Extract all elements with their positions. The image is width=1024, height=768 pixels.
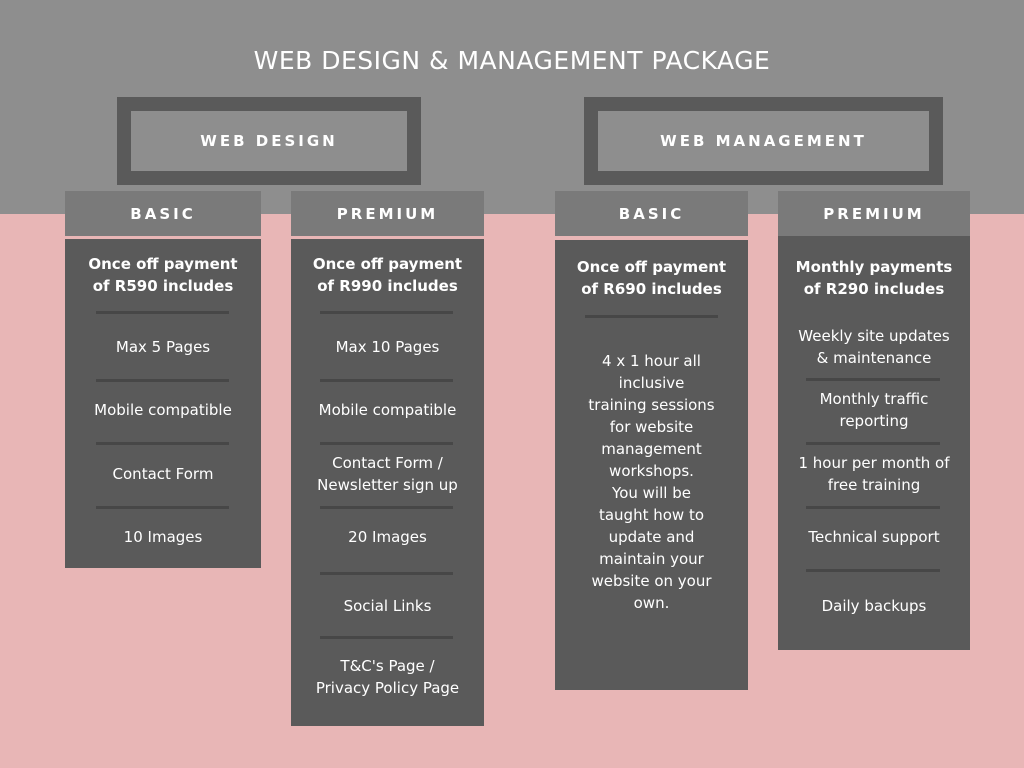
section-web-design: WEB DESIGN [117, 97, 421, 185]
list-item: T&C's Page / Privacy Policy Page [315, 657, 460, 697]
column-title: Once off payment of R590 includes [88, 255, 238, 295]
divider [96, 506, 229, 509]
column-header-management-premium: PREMIUM [778, 191, 970, 236]
column-title: Once off payment of R690 includes [576, 258, 727, 298]
list-item: Max 10 Pages [335, 338, 440, 356]
section-web-design-label: WEB DESIGN [131, 111, 407, 171]
list-item: 1 hour per month of free training [798, 454, 950, 494]
list-item: Technical support [808, 528, 940, 546]
section-web-management: WEB MANAGEMENT [584, 97, 943, 185]
divider [320, 379, 453, 382]
divider [320, 636, 453, 639]
divider [96, 379, 229, 382]
list-item: Monthly traffic reporting [819, 390, 929, 430]
list-item: Contact Form [112, 465, 214, 483]
list-item: Contact Form / Newsletter sign up [317, 454, 458, 494]
column-design-premium: Once off payment of R990 includes Max 10… [291, 239, 484, 726]
divider [806, 442, 940, 445]
column-title: Once off payment of R990 includes [312, 255, 463, 295]
list-item: 20 Images [348, 528, 427, 546]
column-management-basic: Once off payment of R690 includes 4 x 1 … [555, 240, 748, 690]
section-web-management-label: WEB MANAGEMENT [598, 111, 929, 171]
list-item: 10 Images [123, 528, 203, 546]
divider [806, 569, 940, 572]
divider [96, 442, 229, 445]
divider [806, 506, 940, 509]
divider [585, 315, 718, 318]
list-item: Max 5 Pages [115, 338, 211, 356]
list-item: Social Links [343, 597, 432, 615]
column-design-basic: Once off payment of R590 includes Max 5 … [65, 239, 261, 568]
list-item: Mobile compatible [94, 401, 232, 419]
divider [96, 311, 229, 314]
divider [806, 378, 940, 381]
list-item: Mobile compatible [318, 401, 457, 419]
column-management-premium: Monthly payments of R290 includes Weekly… [778, 236, 970, 650]
list-item: Weekly site updates & maintenance [798, 327, 950, 367]
list-item: 4 x 1 hour all inclusive training sessio… [588, 352, 715, 612]
column-header-management-basic: BASIC [555, 191, 748, 236]
divider [320, 572, 453, 575]
column-header-design-premium: PREMIUM [291, 191, 484, 236]
divider [320, 506, 453, 509]
column-header-design-basic: BASIC [65, 191, 261, 236]
divider [320, 311, 453, 314]
page-title: WEB DESIGN & MANAGEMENT PACKAGE [253, 46, 771, 75]
column-title: Monthly payments of R290 includes [795, 258, 953, 298]
divider [320, 442, 453, 445]
list-item: Daily backups [821, 597, 927, 615]
